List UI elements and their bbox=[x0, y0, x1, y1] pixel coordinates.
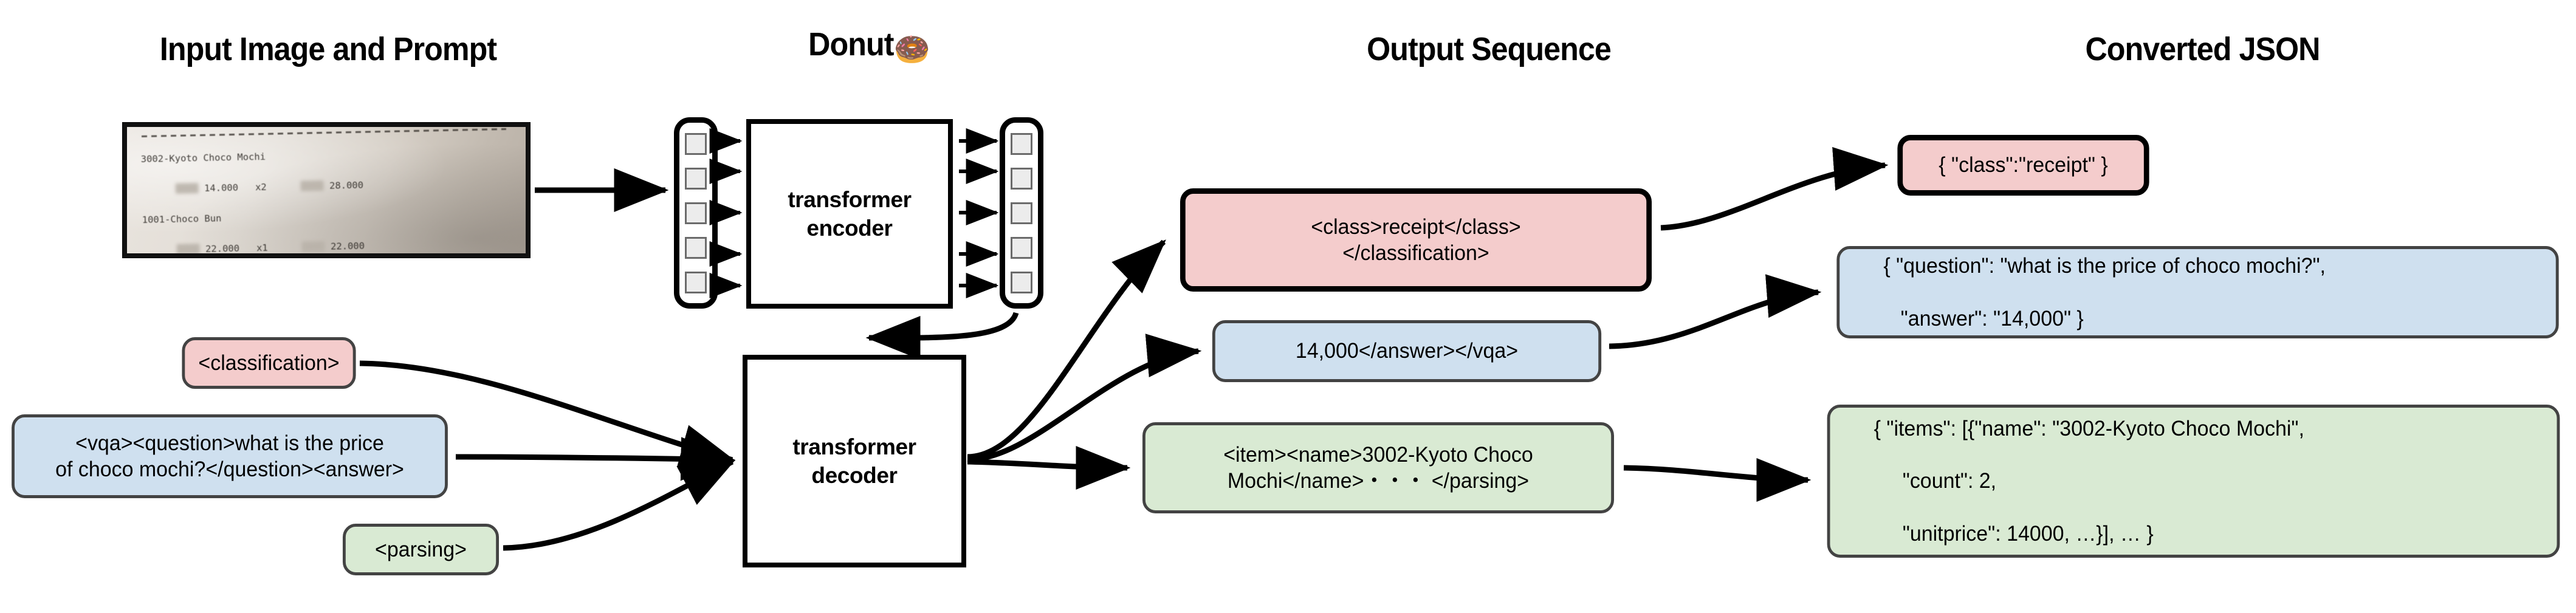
receipt-unit-price: 14.000 bbox=[204, 182, 239, 194]
json-classification-line-1: { "class":"receipt" } bbox=[1939, 153, 2108, 177]
receipt-line-item-name: 1001-Choco Bun bbox=[142, 213, 222, 225]
transformer-decoder-box: transformer decoder bbox=[743, 355, 966, 567]
transformer-encoder-line-1: transformer bbox=[788, 187, 912, 212]
transformer-encoder-box: transformer encoder bbox=[746, 119, 953, 309]
prompt-box-parsing[interactable]: <parsing> bbox=[342, 524, 500, 575]
transformer-encoder-label: transformer encoder bbox=[788, 185, 912, 243]
heading-donut: Donut🍩 bbox=[671, 26, 1067, 66]
json-parsing-line-1: { "items": [{"name": "3002-Kyoto Choco M… bbox=[1874, 416, 2304, 440]
json-parsing-line-2: "count": 2, bbox=[1874, 469, 1997, 493]
output-parsing-line-1: <item><name>3002-Kyoto Choco bbox=[1223, 442, 1533, 467]
output-sequence-classification[interactable]: <class>receipt</class> </classification> bbox=[1180, 188, 1652, 292]
encoder-output-token bbox=[1011, 202, 1032, 224]
arrow-output-to-json-vqa bbox=[1609, 274, 1822, 349]
receipt-line-item-name: 3002-Kyoto Choco Mochi bbox=[140, 151, 266, 165]
redaction-blur bbox=[176, 244, 200, 253]
receipt-total: 22.000 bbox=[330, 240, 365, 252]
arrow-output-to-json-classification bbox=[1660, 147, 1889, 231]
transformer-decoder-label: transformer decoder bbox=[792, 433, 916, 490]
receipt-text-block: 3002-Kyoto Choco Mochi 14.000 x2 28.000 … bbox=[140, 129, 524, 255]
converted-json-classification[interactable]: { "class":"receipt" } bbox=[1897, 135, 2149, 196]
prompt-vqa-line-1: <vqa><question>what is the price bbox=[75, 431, 384, 455]
output-classification-line-1: <class>receipt</class> bbox=[1311, 214, 1521, 239]
donut-icon: 🍩 bbox=[893, 32, 930, 67]
output-parsing-line-2: Mochi</name>・・・ </parsing> bbox=[1227, 469, 1530, 493]
encoder-input-token bbox=[685, 271, 707, 293]
output-vqa-line-1: 14,000</answer></vqa> bbox=[1295, 339, 1519, 363]
encoder-input-token bbox=[685, 132, 707, 155]
arrow-parsing-prompt-to-decoder bbox=[503, 459, 735, 551]
arrow-encoder-to-decoder bbox=[865, 312, 1019, 360]
encoder-output-token bbox=[1011, 236, 1032, 259]
encoder-input-token bbox=[685, 167, 707, 190]
output-sequence-vqa[interactable]: 14,000</answer></vqa> bbox=[1212, 320, 1602, 382]
heading-converted-json: Converted JSON bbox=[2085, 31, 2320, 67]
redaction-blur bbox=[300, 180, 324, 191]
receipt-unit-price: 22.000 bbox=[205, 242, 240, 255]
output-sequence-parsing[interactable]: <item><name>3002-Kyoto Choco Mochi</name… bbox=[1142, 422, 1614, 513]
converted-json-vqa[interactable]: { "question": "what is the price of choc… bbox=[1836, 246, 2559, 338]
receipt-total: 28.000 bbox=[329, 179, 364, 191]
json-parsing-line-3: "unitprice": 14000, …}], … } bbox=[1874, 522, 2154, 546]
json-parsing-text: { "items": [{"name": "3002-Kyoto Choco M… bbox=[1839, 389, 2547, 574]
prompt-parsing-text: <parsing> bbox=[374, 537, 467, 561]
heading-input-image-and-prompt: Input Image and Prompt bbox=[159, 31, 497, 67]
encoder-output-token bbox=[1011, 167, 1032, 190]
input-receipt-image: 3002-Kyoto Choco Mochi 14.000 x2 28.000 … bbox=[123, 123, 530, 258]
arrow-decoder-to-output-classification bbox=[967, 239, 1166, 460]
json-vqa-text: { "question": "what is the price of choc… bbox=[1849, 227, 2547, 358]
receipt-qty: x2 bbox=[255, 181, 267, 193]
encoder-input-token bbox=[685, 202, 707, 224]
heading-output-sequence: Output Sequence bbox=[1367, 31, 1612, 67]
encoder-output-token bbox=[1011, 132, 1032, 155]
encoder-output-token bbox=[1011, 271, 1032, 293]
encoder-input-token-strip bbox=[674, 117, 718, 309]
prompt-classification-text: <classification> bbox=[198, 351, 340, 375]
prompt-vqa-line-2: of choco mochi?</question><answer> bbox=[55, 457, 404, 481]
heading-donut-label: Donut bbox=[808, 26, 894, 63]
output-parsing-text: <item><name>3002-Kyoto Choco Mochi</name… bbox=[1223, 442, 1533, 495]
arrow-output-to-json-parsing bbox=[1623, 457, 1812, 502]
receipt-line-item-price: 14.000 x2 28.000 bbox=[142, 174, 521, 197]
encoder-output-token-strip bbox=[1000, 117, 1043, 309]
receipt-line-item-price: 22.000 x1 22.000 bbox=[143, 235, 522, 255]
redaction-blur bbox=[301, 241, 325, 252]
converted-json-parsing[interactable]: { "items": [{"name": "3002-Kyoto Choco M… bbox=[1827, 405, 2560, 558]
prompt-box-classification[interactable]: <classification> bbox=[182, 337, 356, 389]
prompt-vqa-text: <vqa><question>what is the price of choc… bbox=[55, 430, 404, 483]
receipt-qty: x1 bbox=[256, 242, 268, 254]
json-vqa-line-2: "answer": "14,000" } bbox=[1883, 306, 2084, 330]
arrow-decoder-to-output-parsing bbox=[967, 445, 1131, 490]
transformer-decoder-line-1: transformer bbox=[792, 434, 916, 459]
json-vqa-line-1: { "question": "what is the price of choc… bbox=[1883, 253, 2326, 278]
output-classification-text: <class>receipt</class> </classification> bbox=[1311, 214, 1520, 267]
redaction-blur bbox=[175, 183, 199, 194]
arrow-vqa-prompt-to-decoder bbox=[455, 437, 736, 481]
transformer-decoder-line-2: decoder bbox=[811, 463, 898, 488]
transformer-encoder-line-2: encoder bbox=[806, 216, 893, 241]
prompt-box-vqa[interactable]: <vqa><question>what is the price of choc… bbox=[12, 414, 448, 498]
encoder-input-token bbox=[685, 236, 707, 259]
output-classification-line-2: </classification> bbox=[1342, 241, 1489, 265]
